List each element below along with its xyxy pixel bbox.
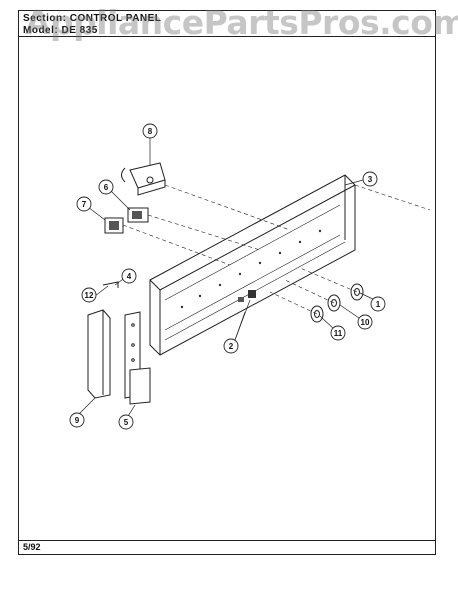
callout-2-circle — [223, 338, 239, 354]
assembly-guide-lines — [122, 184, 431, 315]
control-panel-body — [149, 174, 356, 356]
callout-12-circle — [81, 287, 97, 303]
trim-strip-part-9 — [87, 309, 111, 399]
callout-9-circle — [69, 412, 85, 428]
callout-6-circle — [98, 179, 114, 195]
callout-4-circle — [121, 268, 137, 284]
callout-10: 10 — [361, 318, 370, 327]
callout-8: 8 — [148, 127, 153, 136]
callout-12: 12 — [85, 291, 94, 300]
callout-markers — [69, 123, 386, 430]
callout-5-circle — [118, 414, 134, 430]
callout-6: 6 — [104, 183, 109, 192]
callout-11-circle — [330, 325, 346, 341]
date-code: 5/92 — [23, 542, 41, 552]
callout-1: 1 — [376, 300, 381, 309]
callout-10-circle — [357, 314, 373, 330]
switch-part-7 — [104, 217, 124, 234]
timer-part-8 — [121, 162, 166, 196]
callout-11: 11 — [334, 329, 343, 338]
clip-part-4 — [102, 281, 119, 288]
header-row: Section: CONTROL PANEL Model: DE 835 — [19, 11, 435, 37]
callout-8-circle — [142, 123, 158, 139]
footer-row: 5/92 — [19, 540, 435, 554]
callout-7: 7 — [82, 200, 87, 209]
callout-4: 4 — [127, 272, 132, 281]
section-title: Section: CONTROL PANEL — [23, 13, 162, 24]
callout-2: 2 — [229, 342, 234, 351]
end-plate-part-5 — [124, 311, 151, 405]
model-number: Model: DE 835 — [23, 25, 98, 36]
callout-3-circle — [362, 171, 378, 187]
callout-7-circle — [76, 196, 92, 212]
panel-holes — [180, 229, 322, 309]
callout-5: 5 — [124, 418, 129, 427]
callout-9: 9 — [75, 416, 80, 425]
callout-3: 3 — [368, 175, 373, 184]
callout-1-circle — [370, 296, 386, 312]
switch-part-6 — [127, 207, 149, 223]
